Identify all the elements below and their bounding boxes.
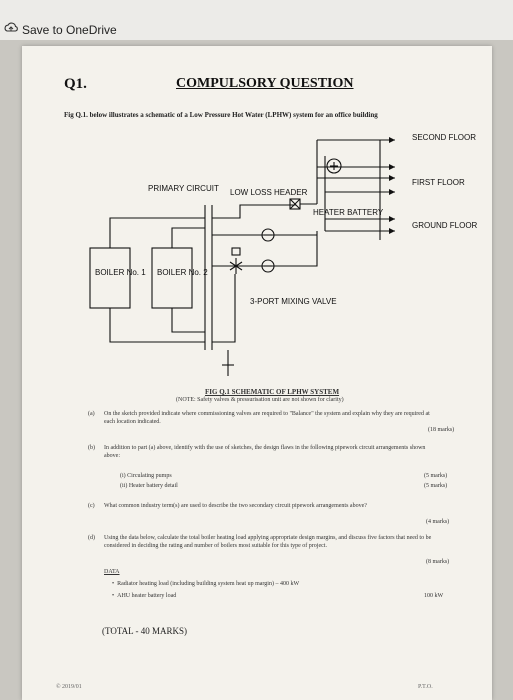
label-low-loss-header: LOW LOSS HEADER xyxy=(230,188,308,197)
question-intro: Fig Q.1. below illustrates a schematic o… xyxy=(64,111,378,119)
part-b-label: (b) xyxy=(88,445,95,451)
part-a-marks: (18 marks) xyxy=(428,427,455,433)
part-c-marks: (4 marks) xyxy=(426,519,450,525)
label-mixing-valve: 3-PORT MIXING VALVE xyxy=(250,297,337,306)
document-page xyxy=(22,46,492,700)
footer-right: P.T.O. xyxy=(418,684,433,690)
data-item-2: • AHU heater battery load xyxy=(112,593,177,599)
part-d-text: Using the data below, calculate the tota… xyxy=(104,535,432,549)
part-d-label: (d) xyxy=(88,535,95,541)
part-c-text: What common industry term(s) are used to… xyxy=(104,503,367,509)
data-item-1-text: Radiator heating load (including buildin… xyxy=(117,581,300,587)
label-boiler-2: BOILER No. 2 xyxy=(157,268,208,277)
label-ground-floor: GROUND FLOOR xyxy=(412,221,478,230)
save-to-onedrive-button[interactable]: Save to OneDrive xyxy=(4,22,117,37)
data-item-2-value: 100 kW xyxy=(424,593,444,599)
part-c-label: (c) xyxy=(88,503,95,509)
figure-caption: FIG Q.1 SCHEMATIC OF LPHW SYSTEM xyxy=(205,388,340,396)
part-b-ii: (ii) Heater battery detail xyxy=(120,483,178,489)
top-toolbar xyxy=(0,0,513,40)
part-b-text: In addition to part (a) above, identify … xyxy=(104,445,426,459)
part-b-i: (i) Circulating pumps xyxy=(120,473,172,479)
part-b-i-marks: (5 marks) xyxy=(424,473,448,479)
boiler-2-box xyxy=(151,247,193,309)
part-d-marks: (8 marks) xyxy=(426,559,450,565)
footer-left: © 2019/01 xyxy=(56,684,82,690)
pump-top xyxy=(326,158,342,174)
part-a-text: On the sketch provided indicate where co… xyxy=(104,411,430,425)
part-b-ii-marks: (5 marks) xyxy=(424,483,448,489)
total-marks: (TOTAL - 40 MARKS) xyxy=(102,626,188,636)
label-primary-circuit: PRIMARY CIRCUIT xyxy=(148,184,219,193)
boiler-1-box xyxy=(89,247,131,309)
label-boiler-1: BOILER No. 1 xyxy=(95,268,146,277)
figure-note: (NOTE: Safety valves & pressurisation un… xyxy=(176,397,344,403)
save-button-label: Save to OneDrive xyxy=(22,22,117,37)
part-a-label: (a) xyxy=(88,411,95,417)
question-number: Q1. xyxy=(64,76,87,92)
label-second-floor: SECOND FLOOR xyxy=(412,133,477,142)
question-heading: COMPULSORY QUESTION xyxy=(176,76,354,91)
cloud-sync-icon xyxy=(4,22,18,37)
label-first-floor: FIRST FLOOR xyxy=(412,178,465,187)
data-item-2-text: AHU heater battery load xyxy=(117,593,177,599)
data-heading: DATA xyxy=(104,569,120,575)
label-heater-battery: HEATER BATTERY xyxy=(313,208,384,217)
data-item-1: • Radiator heating load (including build… xyxy=(112,581,300,587)
